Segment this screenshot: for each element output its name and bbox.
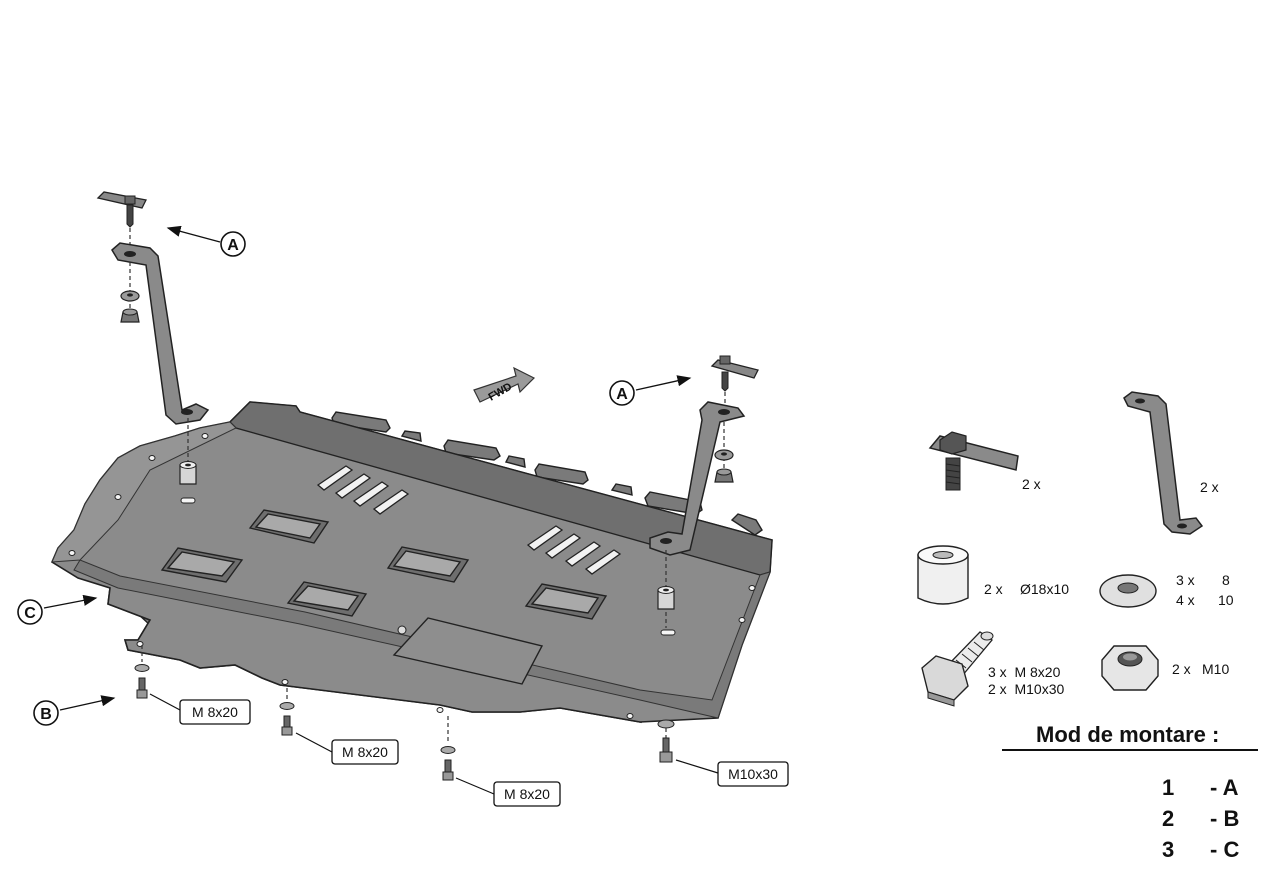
step-number: 2 — [1162, 806, 1174, 831]
bolt-tag-bottom: M 8x20 — [455, 777, 561, 807]
clip-bolt-qty: 2 x — [1022, 476, 1041, 492]
pocket — [248, 509, 330, 544]
nut-icon — [1101, 645, 1159, 691]
spacer-size: Ø18x10 — [1020, 581, 1069, 597]
part-spacer: 2 x Ø18x10 — [917, 545, 1069, 605]
step-code: - B — [1210, 806, 1239, 831]
mounting-title: Mod de montare : — [1036, 722, 1219, 747]
bolt-tag-right: M10x30 — [675, 759, 789, 787]
bolt-icon — [921, 631, 994, 707]
step-number: 1 — [1162, 775, 1174, 800]
callout-a-right: A — [609, 375, 692, 406]
bracket-qty: 2 x — [1200, 479, 1219, 495]
mounting-order: Mod de montare : 1 - A 2 - B 3 - C — [1002, 722, 1258, 862]
callout-b-label: B — [40, 706, 52, 723]
adjust-slots — [180, 497, 676, 636]
spacer-icon — [179, 461, 197, 485]
spacer-qty: 2 x — [984, 581, 1003, 597]
nut-icon — [714, 468, 734, 483]
mounting-step-2: 2 - B — [1162, 806, 1239, 831]
part-washer: 3 x 8 4 x 10 — [1099, 572, 1234, 608]
bolt-m10-right — [657, 719, 675, 763]
right-bracket-assembly — [649, 355, 759, 628]
callout-c: C — [17, 594, 98, 625]
left-bracket — [111, 242, 210, 425]
washer-qty-2: 4 x — [1176, 592, 1195, 608]
mounting-step-3: 3 - C — [1162, 837, 1239, 862]
skid-plate — [50, 401, 773, 724]
fwd-arrow-icon: FWD — [473, 366, 536, 404]
right-bracket — [649, 401, 746, 556]
drain-panel — [392, 617, 544, 685]
plate-rear-wall — [229, 401, 773, 576]
bolt-spec-1: 3 x M 8x20 — [988, 664, 1061, 680]
bolt-tag-text: M10x30 — [728, 766, 778, 782]
plate-left-side — [51, 421, 237, 563]
callout-b: B — [33, 695, 116, 726]
bolt-tag-text: M 8x20 — [342, 744, 388, 760]
bolt-tag-text: M 8x20 — [192, 704, 238, 720]
clip-bolt-icon — [96, 191, 147, 228]
spacer-icon — [657, 586, 675, 610]
pocket — [160, 547, 244, 583]
bottom-bolts — [134, 645, 675, 781]
part-clip-bolt: 2 x — [928, 431, 1041, 492]
washer-icon — [714, 449, 734, 461]
pocket — [286, 581, 368, 617]
step-number: 3 — [1162, 837, 1174, 862]
vent-slots-left — [316, 465, 410, 515]
nut-size: M10 — [1202, 661, 1229, 677]
left-bracket-assembly — [96, 191, 210, 485]
step-code: - A — [1210, 775, 1239, 800]
spacer-icon — [917, 545, 969, 605]
part-bracket: 2 x — [1123, 391, 1219, 535]
recessed-pockets — [160, 509, 608, 620]
bolt-m8-bottom — [440, 716, 456, 781]
vent-slots-right — [526, 525, 622, 575]
part-nut: 2 x M10 — [1101, 645, 1229, 691]
bracket-icon — [1123, 391, 1204, 535]
bolt-m8-left — [134, 645, 150, 699]
parts-list: 2 x 2 x 2 x Ø18x10 3 x 8 — [917, 391, 1234, 707]
part-bolt: 3 x M 8x20 2 x M10x30 — [921, 631, 1064, 707]
bolt-tag-middle: M 8x20 — [295, 732, 399, 765]
pocket — [386, 546, 470, 583]
bolt-tag-text: M 8x20 — [504, 786, 550, 802]
mounting-step-1: 1 - A — [1162, 775, 1239, 800]
washer-size-1: 8 — [1222, 572, 1230, 588]
callout-a-left: A — [166, 225, 246, 257]
drain-hole — [397, 625, 407, 635]
callout-c-label: C — [24, 605, 36, 622]
washer-icon — [120, 290, 140, 302]
callout-a-label: A — [227, 237, 239, 254]
nut-qty: 2 x — [1172, 661, 1191, 677]
bolt-tag-left: M 8x20 — [149, 693, 251, 725]
washer-qty-1: 3 x — [1176, 572, 1195, 588]
bolt-m8-middle — [279, 688, 295, 736]
nut-icon — [120, 308, 140, 323]
pocket — [524, 583, 608, 620]
callout-a-label: A — [616, 386, 628, 403]
step-code: - C — [1210, 837, 1239, 862]
clip-bolt-icon — [710, 355, 759, 392]
bolt-spec-2: 2 x M10x30 — [988, 681, 1064, 697]
washer-size-2: 10 — [1218, 592, 1234, 608]
rear-tabs — [331, 411, 763, 536]
washer-icon — [1099, 574, 1157, 608]
